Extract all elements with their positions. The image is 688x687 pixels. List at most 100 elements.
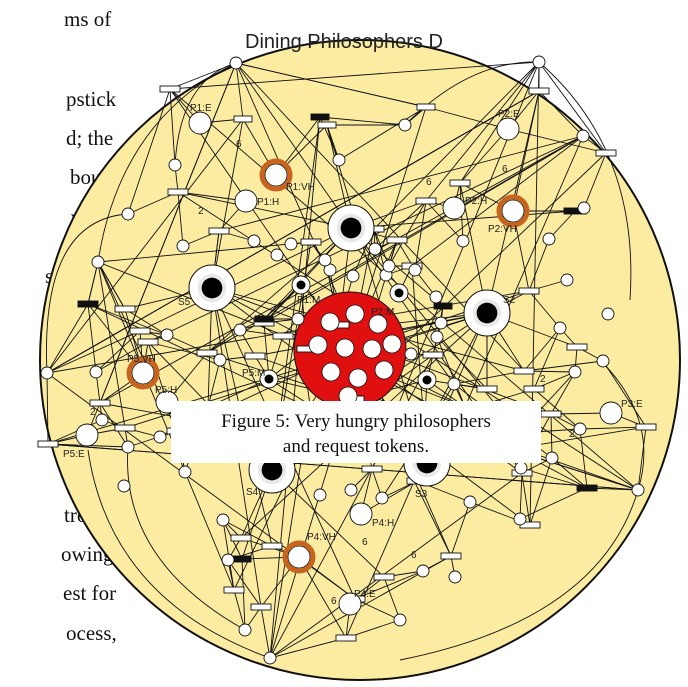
token bbox=[477, 303, 498, 324]
text-line: est for bbox=[63, 581, 116, 605]
transition bbox=[514, 368, 534, 374]
transition bbox=[311, 114, 329, 120]
transition bbox=[138, 339, 158, 345]
place bbox=[431, 331, 443, 343]
place bbox=[179, 466, 191, 478]
place bbox=[383, 260, 395, 272]
critical-token bbox=[322, 363, 340, 381]
text-line: ocess, bbox=[66, 621, 117, 645]
place bbox=[457, 235, 469, 247]
transition bbox=[301, 239, 321, 245]
place bbox=[169, 159, 181, 171]
place-label: P5:H bbox=[155, 385, 177, 396]
place bbox=[333, 154, 345, 166]
place bbox=[161, 329, 173, 341]
place bbox=[118, 480, 130, 492]
place bbox=[122, 441, 134, 453]
arc-weight: 6 bbox=[362, 537, 368, 548]
transition bbox=[318, 122, 336, 128]
transition bbox=[636, 424, 656, 430]
hungry-place-core bbox=[265, 164, 287, 186]
place bbox=[533, 56, 545, 68]
transition bbox=[245, 353, 265, 359]
place bbox=[345, 484, 357, 496]
transition bbox=[417, 104, 435, 110]
transition bbox=[130, 328, 150, 334]
transition bbox=[374, 574, 394, 580]
place bbox=[347, 270, 359, 282]
place-label: P2:E bbox=[498, 109, 520, 120]
critical-token bbox=[321, 313, 339, 331]
caption-line-2: and request tokens. bbox=[283, 436, 429, 457]
token bbox=[423, 376, 432, 385]
place bbox=[569, 366, 581, 378]
place bbox=[222, 554, 234, 566]
transition bbox=[387, 237, 407, 243]
place bbox=[554, 322, 566, 334]
transition bbox=[529, 88, 549, 94]
text-line: d; the bbox=[66, 126, 113, 150]
place bbox=[577, 130, 589, 142]
critical-token bbox=[309, 336, 327, 354]
transition bbox=[255, 316, 273, 322]
critical-token bbox=[375, 361, 393, 379]
transition bbox=[441, 553, 461, 559]
place-label: S3 bbox=[415, 489, 428, 500]
place bbox=[546, 452, 558, 464]
place bbox=[271, 249, 283, 261]
token bbox=[265, 375, 274, 384]
place bbox=[319, 254, 331, 266]
place bbox=[376, 492, 388, 504]
transition bbox=[273, 333, 293, 339]
place-label: P1:H bbox=[257, 197, 279, 208]
figure-caption: Figure 5: Very hungry philosophers and r… bbox=[171, 401, 541, 463]
place-label: P1:M bbox=[297, 295, 320, 306]
place-label: P2:H bbox=[465, 196, 487, 207]
critical-token bbox=[383, 335, 401, 353]
place-label: S5 bbox=[178, 297, 191, 308]
arc-weight: 2 bbox=[569, 429, 575, 440]
place bbox=[96, 414, 108, 426]
arc-weight: 6 bbox=[236, 139, 242, 150]
transition bbox=[115, 425, 135, 431]
place bbox=[41, 367, 53, 379]
place bbox=[497, 118, 519, 140]
arc-weight: 6 bbox=[331, 596, 337, 607]
text-line: ms of bbox=[64, 7, 111, 31]
transition bbox=[416, 198, 436, 204]
place-label: P5:M bbox=[242, 368, 265, 379]
place bbox=[409, 264, 421, 276]
place bbox=[264, 652, 276, 664]
place bbox=[90, 366, 102, 378]
place bbox=[177, 240, 189, 252]
place-label: P2:M bbox=[371, 307, 394, 318]
transition bbox=[541, 411, 561, 417]
place bbox=[597, 355, 609, 367]
place bbox=[76, 424, 98, 446]
place-label: P4:VH bbox=[307, 532, 336, 543]
critical-token bbox=[349, 369, 367, 387]
place-label: P4:H bbox=[372, 518, 394, 529]
transition bbox=[362, 466, 382, 472]
place bbox=[435, 317, 447, 329]
hungry-place-core bbox=[288, 546, 310, 568]
place bbox=[632, 484, 644, 496]
token bbox=[395, 289, 404, 298]
place bbox=[285, 238, 297, 250]
transition bbox=[160, 86, 180, 92]
critical-token bbox=[363, 340, 381, 358]
arc-weight: 6 bbox=[502, 164, 508, 175]
token bbox=[297, 281, 306, 290]
transition bbox=[197, 350, 217, 356]
transition bbox=[577, 485, 597, 491]
hungry-place-core bbox=[502, 200, 524, 222]
place bbox=[515, 462, 527, 474]
place bbox=[214, 354, 226, 366]
place bbox=[464, 496, 476, 508]
transition bbox=[234, 116, 252, 122]
place-label: S2 bbox=[503, 295, 516, 306]
place bbox=[578, 202, 590, 214]
place bbox=[543, 233, 555, 245]
place bbox=[394, 614, 406, 626]
transition bbox=[450, 180, 470, 186]
